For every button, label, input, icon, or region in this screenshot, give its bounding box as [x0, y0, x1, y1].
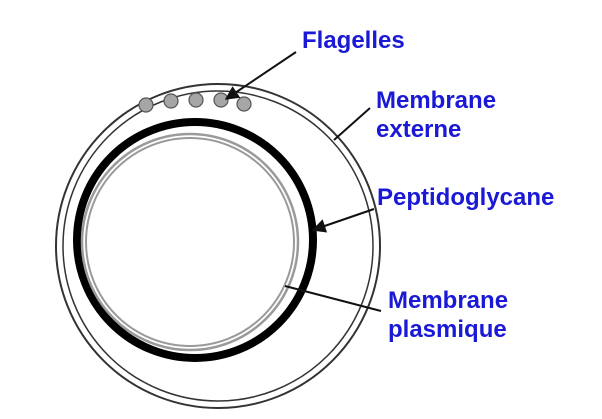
flagellum-dot — [189, 93, 203, 107]
label-peptidoglycane: Peptidoglycane — [377, 183, 554, 212]
label-membrane-externe-line1: Membrane — [376, 86, 496, 115]
label-membrane-externe: Membrane externe — [376, 86, 496, 144]
label-membrane-plasmique-line2: plasmique — [388, 315, 508, 344]
flagelles-arrow — [226, 52, 296, 99]
label-flagelles: Flagelles — [302, 26, 405, 55]
peptidoglycane-arrow — [313, 209, 374, 230]
flagellum-dot — [214, 93, 228, 107]
label-membrane-plasmique: Membrane plasmique — [388, 286, 508, 344]
plasma-membrane-inner-line — [86, 138, 294, 346]
label-membrane-plasmique-line1: Membrane — [388, 286, 508, 315]
peptidoglycan-layer — [77, 122, 313, 358]
label-membrane-externe-line2: externe — [376, 115, 496, 144]
flagellum-dot — [164, 94, 178, 108]
flagellum-dot — [139, 98, 153, 112]
flagellum-dot — [237, 97, 251, 111]
membrane-externe-pointer — [334, 108, 370, 140]
plasma-membrane-outer-line — [82, 134, 298, 350]
